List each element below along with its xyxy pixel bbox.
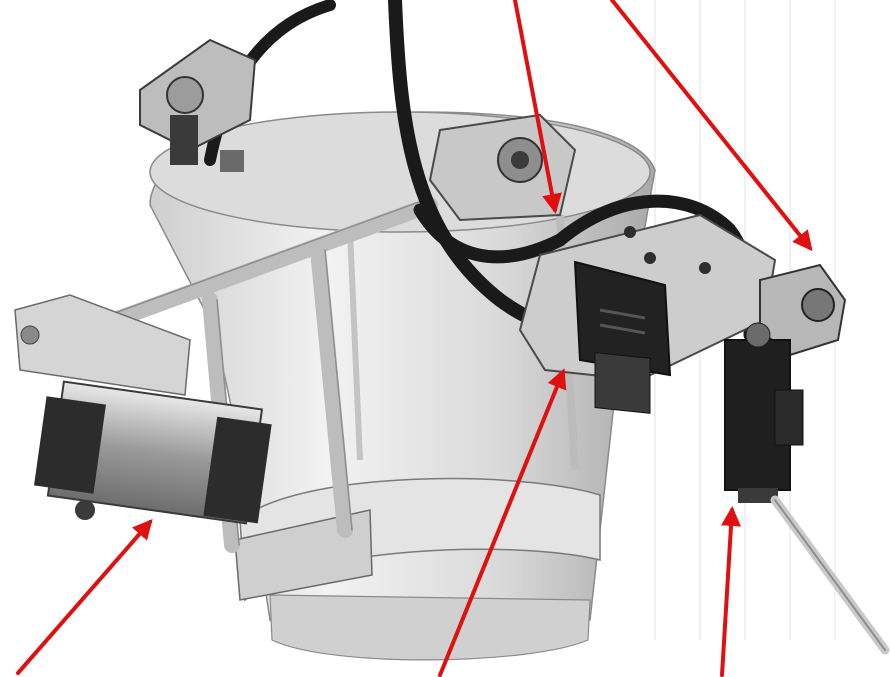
pneumatic-cylinder [14,294,272,525]
arrow-to-cylinder [16,518,153,675]
arrow-to-solenoid-box [438,368,567,677]
hopper-body [149,111,656,661]
arrow-to-right-fitting [610,0,813,252]
solenoid-box [573,260,672,414]
right-fitting [759,263,847,357]
arrow-to-limit-switch [720,506,742,677]
arrow-to-center-valve [513,0,562,214]
center-valve [428,113,577,222]
top-valve [139,38,257,172]
pointer-arrows [16,0,813,677]
limit-switch [724,322,890,655]
